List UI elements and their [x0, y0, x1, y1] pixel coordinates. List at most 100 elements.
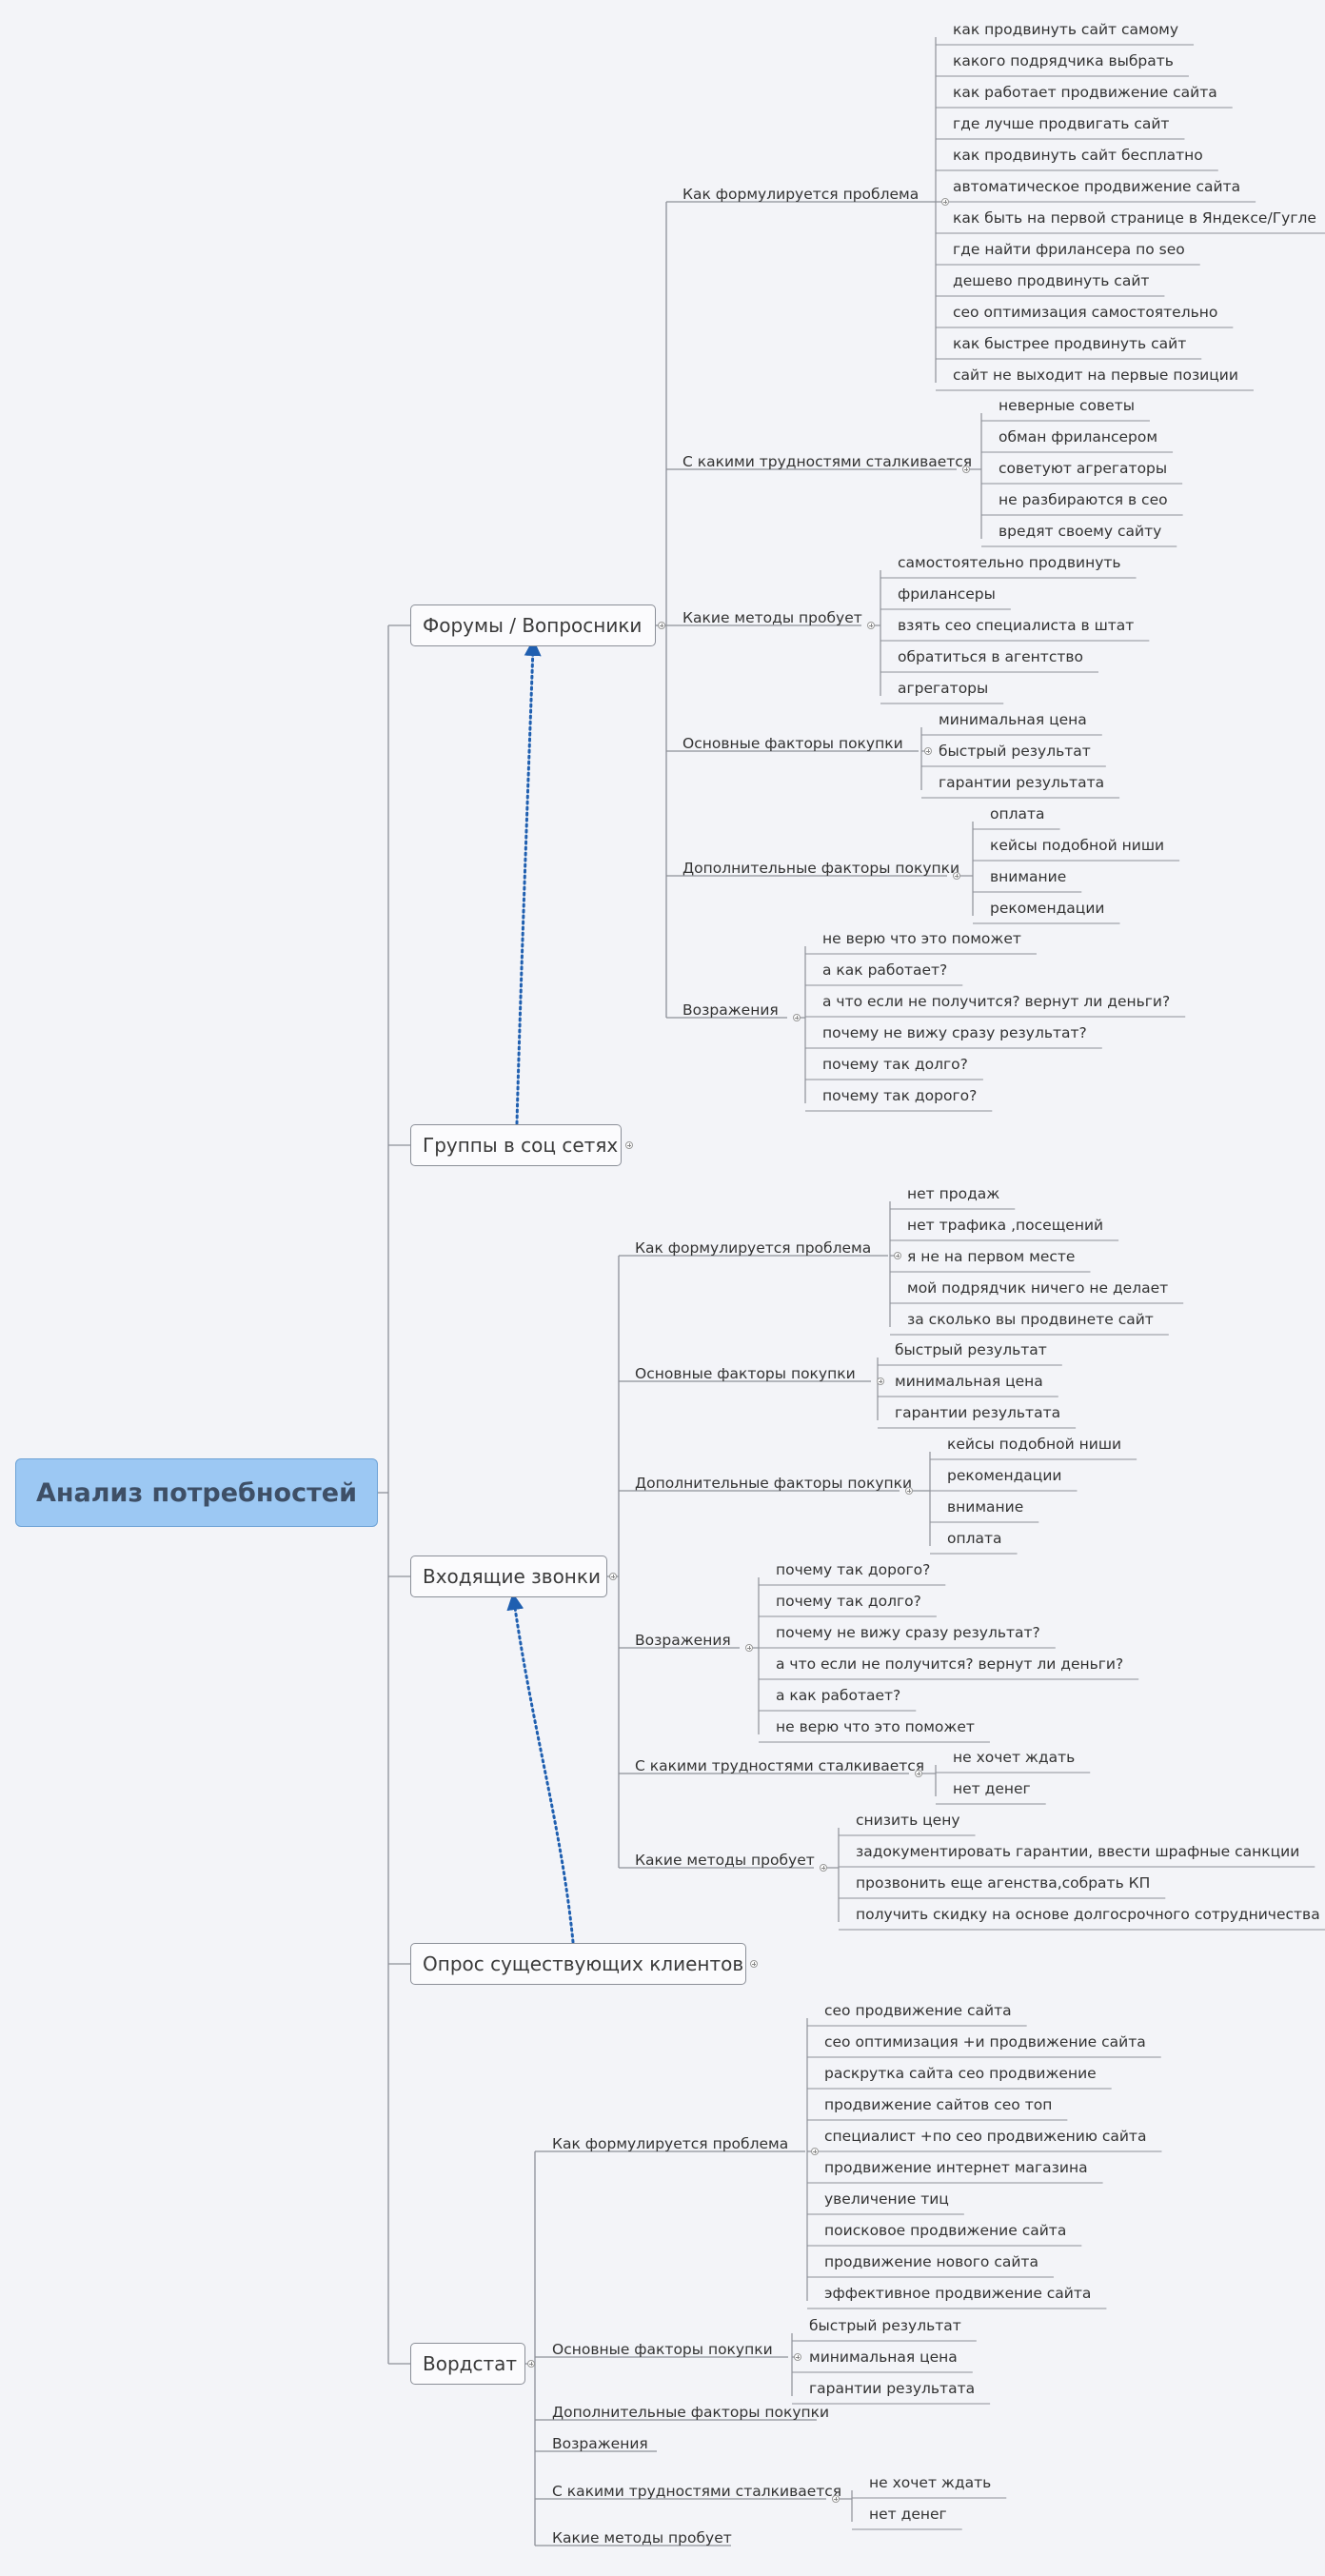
leaf-item[interactable]: а как работает? [776, 1687, 901, 1704]
expand-icon[interactable] [811, 2148, 819, 2155]
leaf-item[interactable]: нет трафика ,посещений [907, 1217, 1104, 1234]
expand-icon[interactable] [905, 1487, 913, 1495]
subtopic-label[interactable]: Как формулируется проблема [682, 186, 920, 203]
leaf-item[interactable]: а что если не получится? вернут ли деньг… [822, 993, 1171, 1010]
branch-node[interactable]: Форумы / Вопросники [410, 604, 656, 646]
leaf-item[interactable]: оплата [947, 1530, 1002, 1547]
subtopic-label[interactable]: Основные факторы покупки [552, 2341, 773, 2358]
leaf-item[interactable]: где лучше продвигать сайт [953, 115, 1170, 132]
leaf-item[interactable]: прозвонить еще агенства,собрать КП [856, 1874, 1151, 1892]
leaf-item[interactable]: не хочет ждать [869, 2474, 992, 2491]
leaf-item[interactable]: почему не вижу сразу результат? [776, 1624, 1040, 1641]
leaf-item[interactable]: задокументировать гарантии, ввести шрафн… [856, 1843, 1300, 1860]
expand-icon[interactable] [867, 622, 875, 629]
subtopic-label[interactable]: Какие методы пробует [635, 1852, 815, 1869]
leaf-item[interactable]: быстрый результат [939, 743, 1091, 760]
leaf-item[interactable]: как продвинуть сайт бесплатно [953, 147, 1203, 164]
leaf-item[interactable]: я не на первом месте [907, 1248, 1076, 1265]
leaf-item[interactable]: внимание [947, 1498, 1024, 1516]
subtopic-label[interactable]: Возражения [635, 1632, 731, 1649]
expand-icon[interactable] [915, 1770, 922, 1777]
leaf-item[interactable]: гарантии результата [809, 2380, 976, 2397]
leaf-item[interactable]: поисковое продвижение сайта [824, 2222, 1067, 2239]
leaf-item[interactable]: агрегаторы [898, 680, 989, 697]
subtopic-label[interactable]: Как формулируется проблема [552, 2135, 789, 2152]
leaf-item[interactable]: как работает продвижение сайта [953, 84, 1217, 101]
leaf-item[interactable]: быстрый результат [809, 2317, 961, 2334]
leaf-item[interactable]: а как работает? [822, 961, 948, 979]
expand-icon[interactable] [953, 872, 960, 880]
leaf-item[interactable]: где найти фрилансера по seo [953, 241, 1185, 258]
leaf-item[interactable]: не верю что это поможет [776, 1718, 975, 1735]
leaf-item[interactable]: внимание [990, 868, 1067, 885]
subtopic-label[interactable]: С какими трудностями сталкивается [682, 453, 973, 470]
leaf-item[interactable]: как быстрее продвинуть сайт [953, 335, 1187, 352]
subtopic-label[interactable]: Возражения [552, 2435, 648, 2452]
leaf-item[interactable]: минимальная цена [809, 2348, 958, 2366]
leaf-item[interactable]: гарантии результата [895, 1404, 1061, 1421]
leaf-item[interactable]: как быть на первой странице в Яндексе/Гу… [953, 209, 1316, 227]
leaf-item[interactable]: вредят своему сайту [999, 523, 1162, 540]
subtopic-label[interactable]: Какие методы пробует [682, 609, 862, 626]
leaf-item[interactable]: сео продвижение сайта [824, 2002, 1012, 2019]
expand-icon[interactable] [745, 1644, 753, 1652]
leaf-item[interactable]: рекомендации [990, 900, 1105, 917]
branch-node[interactable]: Группы в соц сетях [410, 1124, 622, 1166]
leaf-item[interactable]: почему не вижу сразу результат? [822, 1024, 1087, 1041]
leaf-item[interactable]: мой подрядчик ничего не делает [907, 1279, 1169, 1297]
leaf-item[interactable]: гарантии результата [939, 774, 1105, 791]
leaf-item[interactable]: не разбираются в сео [999, 491, 1168, 508]
leaf-item[interactable]: а что если не получится? вернут ли деньг… [776, 1655, 1124, 1673]
leaf-item[interactable]: специалист +по сео продвижению сайта [824, 2128, 1147, 2145]
leaf-item[interactable]: минимальная цена [895, 1373, 1043, 1390]
leaf-item[interactable]: продвижение нового сайта [824, 2253, 1038, 2270]
expand-icon[interactable] [625, 1141, 633, 1149]
leaf-item[interactable]: неверные советы [999, 397, 1135, 414]
leaf-item[interactable]: не верю что это поможет [822, 930, 1021, 947]
leaf-item[interactable]: сео оптимизация самостоятельно [953, 304, 1218, 321]
leaf-item[interactable]: оплата [990, 805, 1045, 822]
leaf-item[interactable]: фрилансеры [898, 585, 996, 603]
subtopic-label[interactable]: Как формулируется проблема [635, 1239, 872, 1257]
leaf-item[interactable]: как продвинуть сайт самому [953, 21, 1179, 38]
expand-icon[interactable] [941, 198, 949, 206]
branch-node[interactable]: Вордстат [410, 2343, 525, 2385]
root-topic[interactable]: Анализ потребностей [15, 1458, 378, 1527]
leaf-item[interactable]: нет денег [953, 1780, 1031, 1797]
leaf-item[interactable]: кейсы подобной ниши [947, 1436, 1122, 1453]
leaf-item[interactable]: нет продаж [907, 1185, 1000, 1202]
expand-icon[interactable] [924, 747, 932, 755]
leaf-item[interactable]: раскрутка сайта сео продвижение [824, 2065, 1097, 2082]
leaf-item[interactable]: увеличение тиц [824, 2190, 949, 2208]
subtopic-label[interactable]: Основные факторы покупки [682, 735, 903, 752]
leaf-item[interactable]: быстрый результат [895, 1341, 1047, 1358]
leaf-item[interactable]: сео оптимизация +и продвижение сайта [824, 2033, 1146, 2051]
subtopic-label[interactable]: Дополнительные факторы покупки [552, 2404, 830, 2421]
leaf-item[interactable]: минимальная цена [939, 711, 1087, 728]
leaf-item[interactable]: самостоятельно продвинуть [898, 554, 1121, 571]
subtopic-label[interactable]: Дополнительные факторы покупки [682, 860, 960, 877]
expand-icon[interactable] [527, 2360, 535, 2368]
leaf-item[interactable]: дешево продвинуть сайт [953, 272, 1150, 289]
subtopic-label[interactable]: Дополнительные факторы покупки [635, 1475, 913, 1492]
branch-node[interactable]: Входящие звонки [410, 1556, 607, 1597]
expand-icon[interactable] [894, 1252, 901, 1259]
expand-icon[interactable] [609, 1573, 617, 1580]
subtopic-label[interactable]: Возражения [682, 1001, 779, 1019]
expand-icon[interactable] [750, 1960, 758, 1968]
subtopic-label[interactable]: Какие методы пробует [552, 2529, 732, 2546]
leaf-item[interactable]: советуют агрегаторы [999, 460, 1168, 477]
expand-icon[interactable] [820, 1864, 827, 1872]
leaf-item[interactable]: рекомендации [947, 1467, 1062, 1484]
leaf-item[interactable]: какого подрядчика выбрать [953, 52, 1174, 69]
leaf-item[interactable]: нет денег [869, 2506, 947, 2523]
leaf-item[interactable]: кейсы подобной ниши [990, 837, 1165, 854]
expand-icon[interactable] [793, 1014, 801, 1021]
leaf-item[interactable]: обратиться в агентство [898, 648, 1083, 665]
leaf-item[interactable]: не хочет ждать [953, 1749, 1076, 1766]
expand-icon[interactable] [877, 1377, 884, 1385]
leaf-item[interactable]: эффективное продвижение сайта [824, 2285, 1092, 2302]
expand-icon[interactable] [832, 2495, 840, 2503]
leaf-item[interactable]: почему так дорого? [776, 1561, 931, 1578]
leaf-item[interactable]: получить скидку на основе долгосрочного … [856, 1906, 1320, 1923]
